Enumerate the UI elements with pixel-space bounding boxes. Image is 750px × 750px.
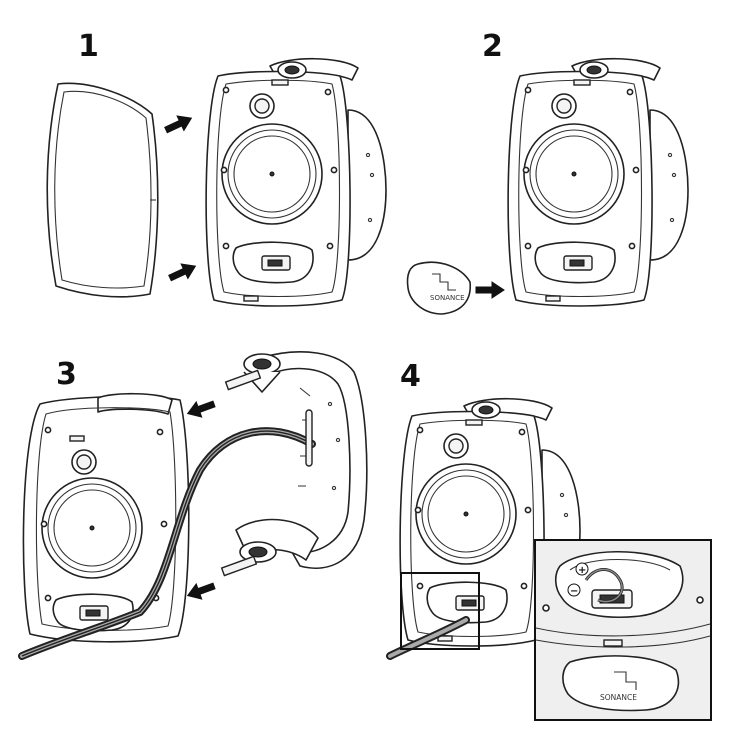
- arrow-icon: [184, 577, 218, 604]
- step-1: 1: [46, 29, 387, 307]
- speaker-cable: [18, 427, 316, 660]
- zoom-region: [400, 572, 480, 650]
- negative-terminal-label: −: [570, 586, 578, 597]
- mounting-bracket: [220, 351, 368, 577]
- detail-inset: + − SONANCE: [534, 539, 712, 721]
- positive-terminal-label: +: [578, 565, 586, 576]
- arrow-icon: [166, 258, 200, 286]
- step-number-1: 1: [78, 29, 99, 64]
- arrow-icon: [475, 281, 505, 299]
- step-number-3: 3: [56, 357, 77, 392]
- speaker-illustration: [205, 57, 387, 307]
- terminal-cover: SONANCE: [406, 261, 471, 315]
- brand-label: SONANCE: [430, 294, 465, 302]
- brand-label: SONANCE: [600, 693, 637, 702]
- arrow-icon: [184, 395, 218, 422]
- speaker-illustration: [22, 392, 190, 643]
- step-3: 3: [18, 351, 368, 660]
- grille: [46, 82, 159, 298]
- step-number-2: 2: [482, 29, 503, 64]
- speaker-cable: [386, 616, 470, 660]
- speaker-illustration: [507, 57, 689, 307]
- step-2: 2 SONANCE: [406, 29, 689, 315]
- step-number-4: 4: [400, 359, 421, 394]
- step-4: 4 +: [386, 359, 712, 721]
- arrow-icon: [162, 110, 196, 138]
